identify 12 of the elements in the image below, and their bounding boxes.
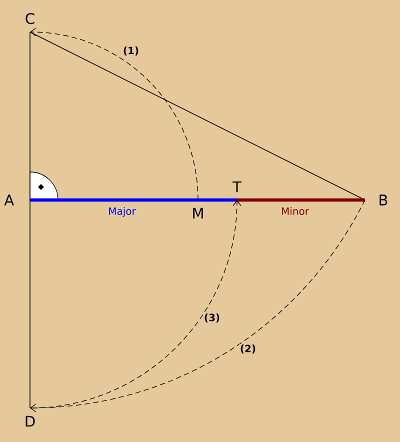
point-label: C	[26, 13, 34, 24]
point-label: A	[4, 194, 14, 206]
point-label: M	[193, 208, 203, 219]
line-segment	[30, 32, 366, 200]
point-label: T	[232, 181, 242, 192]
arc-arrow	[30, 200, 366, 412]
point-label: B	[380, 194, 388, 206]
point-label: D	[26, 416, 35, 427]
arc-arrow	[30, 200, 242, 408]
arc-arrow	[30, 28, 198, 200]
line-segment	[237, 198, 365, 202]
line-segment	[30, 198, 237, 202]
